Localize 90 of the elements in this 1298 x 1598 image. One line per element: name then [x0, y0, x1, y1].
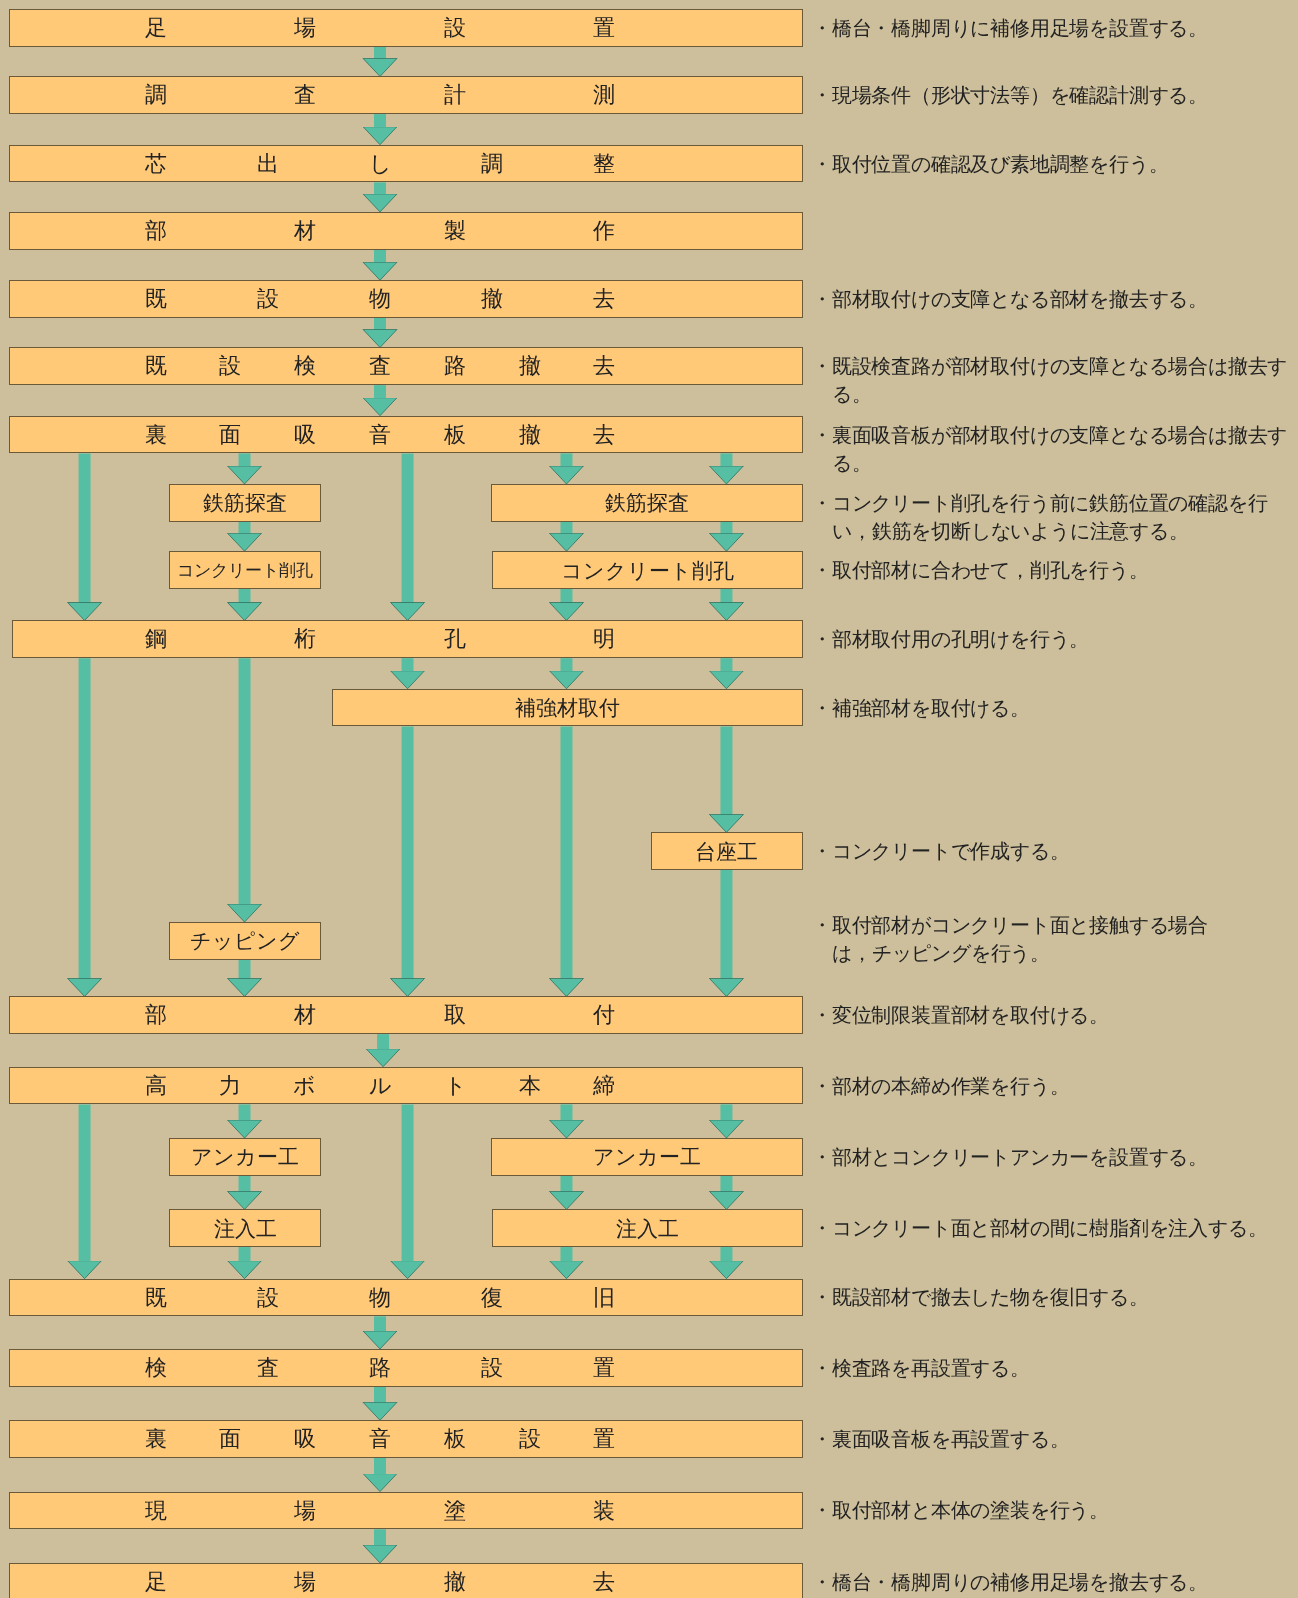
arrow	[549, 453, 584, 485]
arrow	[709, 521, 744, 552]
process-box: 部材取付	[9, 996, 803, 1035]
arrow	[362, 46, 398, 77]
process-box: 調査計測	[9, 76, 803, 115]
step-note: ・現場条件（形状寸法等）を確認計測する。	[812, 82, 1209, 110]
arrow	[709, 1247, 744, 1280]
arrow	[67, 658, 102, 997]
arrow	[709, 453, 744, 485]
arrow	[365, 1034, 401, 1068]
process-box: 既設物復旧	[9, 1278, 803, 1317]
process-box: 検査路設置	[9, 1348, 803, 1387]
arrow	[227, 588, 262, 621]
arrow	[227, 1104, 262, 1139]
arrow	[362, 1457, 398, 1492]
arrow	[362, 385, 398, 417]
step-note: ・橋台・橋脚周りに補修用足場を設置する。	[812, 15, 1209, 42]
step-note: ・部材取付用の孔明けを行う。	[812, 626, 1091, 654]
process-box: 高力ボルト本締	[9, 1066, 803, 1105]
step-note: ・変位制限装置部材を取付ける。	[812, 1002, 1110, 1030]
step-note: ・補強部材を取付ける。	[812, 694, 1031, 722]
arrow	[362, 114, 398, 146]
process-box: 既設物撤去	[9, 280, 803, 318]
process-box: アンカー工	[169, 1138, 321, 1176]
arrow	[549, 658, 584, 690]
arrow	[709, 658, 744, 690]
process-box: 補強材取付	[332, 688, 803, 727]
process-box: 注入工	[492, 1209, 803, 1248]
arrow	[362, 182, 398, 213]
step-note: ・取付部材がコンクリート面と接触する場合は，チッピングを行う。	[812, 911, 1209, 967]
arrow	[390, 1104, 425, 1280]
step-note: ・コンクリート面と部材の間に樹脂剤を注入する。	[812, 1215, 1269, 1243]
process-box: 足場設置	[9, 9, 803, 47]
process-box: 部材製作	[9, 211, 803, 250]
arrow	[709, 1175, 744, 1210]
step-note: ・部材取付けの支障となる部材を撤去する。	[812, 286, 1209, 313]
process-box: 現場塗装	[9, 1491, 803, 1530]
arrow	[549, 1104, 584, 1139]
process-box: コンクリート削孔	[169, 551, 321, 589]
arrow	[227, 521, 262, 552]
arrow	[227, 453, 262, 485]
arrow	[227, 1247, 262, 1280]
arrow	[362, 317, 398, 348]
arrow	[549, 521, 584, 552]
arrow	[709, 870, 744, 997]
process-box: 芯出し調整	[9, 144, 803, 183]
arrow	[549, 1247, 584, 1280]
arrow	[67, 453, 102, 621]
process-box: 台座工	[651, 832, 803, 871]
process-box: チッピング	[169, 922, 321, 960]
arrow	[390, 726, 425, 997]
arrow	[362, 1386, 398, 1421]
arrow	[390, 658, 425, 690]
arrow	[390, 453, 425, 621]
process-box: 鉄筋探査	[169, 483, 321, 522]
step-note: ・取付位置の確認及び素地調整を行う。	[812, 150, 1170, 178]
process-box: 既設検査路撤去	[9, 347, 803, 386]
process-box: 足場撤去	[9, 1562, 803, 1598]
step-note: ・既設検査路が部材取付けの支障となる場合は撤去する。	[812, 353, 1289, 409]
arrow	[709, 588, 744, 621]
step-note: ・コンクリートで作成する。	[812, 838, 1071, 866]
arrow	[362, 1529, 398, 1564]
step-note: ・部材とコンクリートアンカーを設置する。	[812, 1143, 1209, 1171]
arrow	[709, 1104, 744, 1139]
step-note: ・裏面吸音板を再設置する。	[812, 1426, 1071, 1454]
arrow	[67, 1104, 102, 1280]
arrow	[549, 588, 584, 621]
arrow	[227, 1175, 262, 1210]
process-box: アンカー工	[491, 1138, 803, 1176]
process-box: 裏面吸音板設置	[9, 1420, 803, 1458]
arrow	[227, 658, 262, 923]
process-box: 鉄筋探査	[491, 483, 803, 522]
arrow	[227, 959, 262, 997]
step-note: ・橋台・橋脚周りの補修用足場を撤去する。	[812, 1568, 1209, 1596]
process-box: 注入工	[169, 1209, 321, 1248]
process-box: 裏面吸音板撤去	[9, 415, 803, 454]
process-box: コンクリート削孔	[492, 551, 803, 589]
step-note: ・取付部材と本体の塗装を行う。	[812, 1497, 1110, 1525]
step-note: ・コンクリート削孔を行う前に鉄筋位置の確認を行い，鉄筋を切断しないように注意する。	[812, 489, 1269, 545]
step-note: ・既設部材で撤去した物を復旧する。	[812, 1284, 1150, 1312]
arrow	[709, 726, 744, 833]
arrow	[549, 726, 584, 997]
arrow	[549, 1175, 584, 1210]
step-note: ・裏面吸音板が部材取付けの支障となる場合は撤去する。	[812, 421, 1289, 477]
step-note: ・部材の本締め作業を行う。	[812, 1072, 1071, 1100]
process-box: 鋼桁孔明	[12, 620, 803, 659]
step-note: ・取付部材に合わせて，削孔を行う。	[812, 557, 1150, 585]
step-note: ・検査路を再設置する。	[812, 1354, 1031, 1382]
arrow	[362, 249, 398, 281]
arrow	[362, 1316, 398, 1350]
